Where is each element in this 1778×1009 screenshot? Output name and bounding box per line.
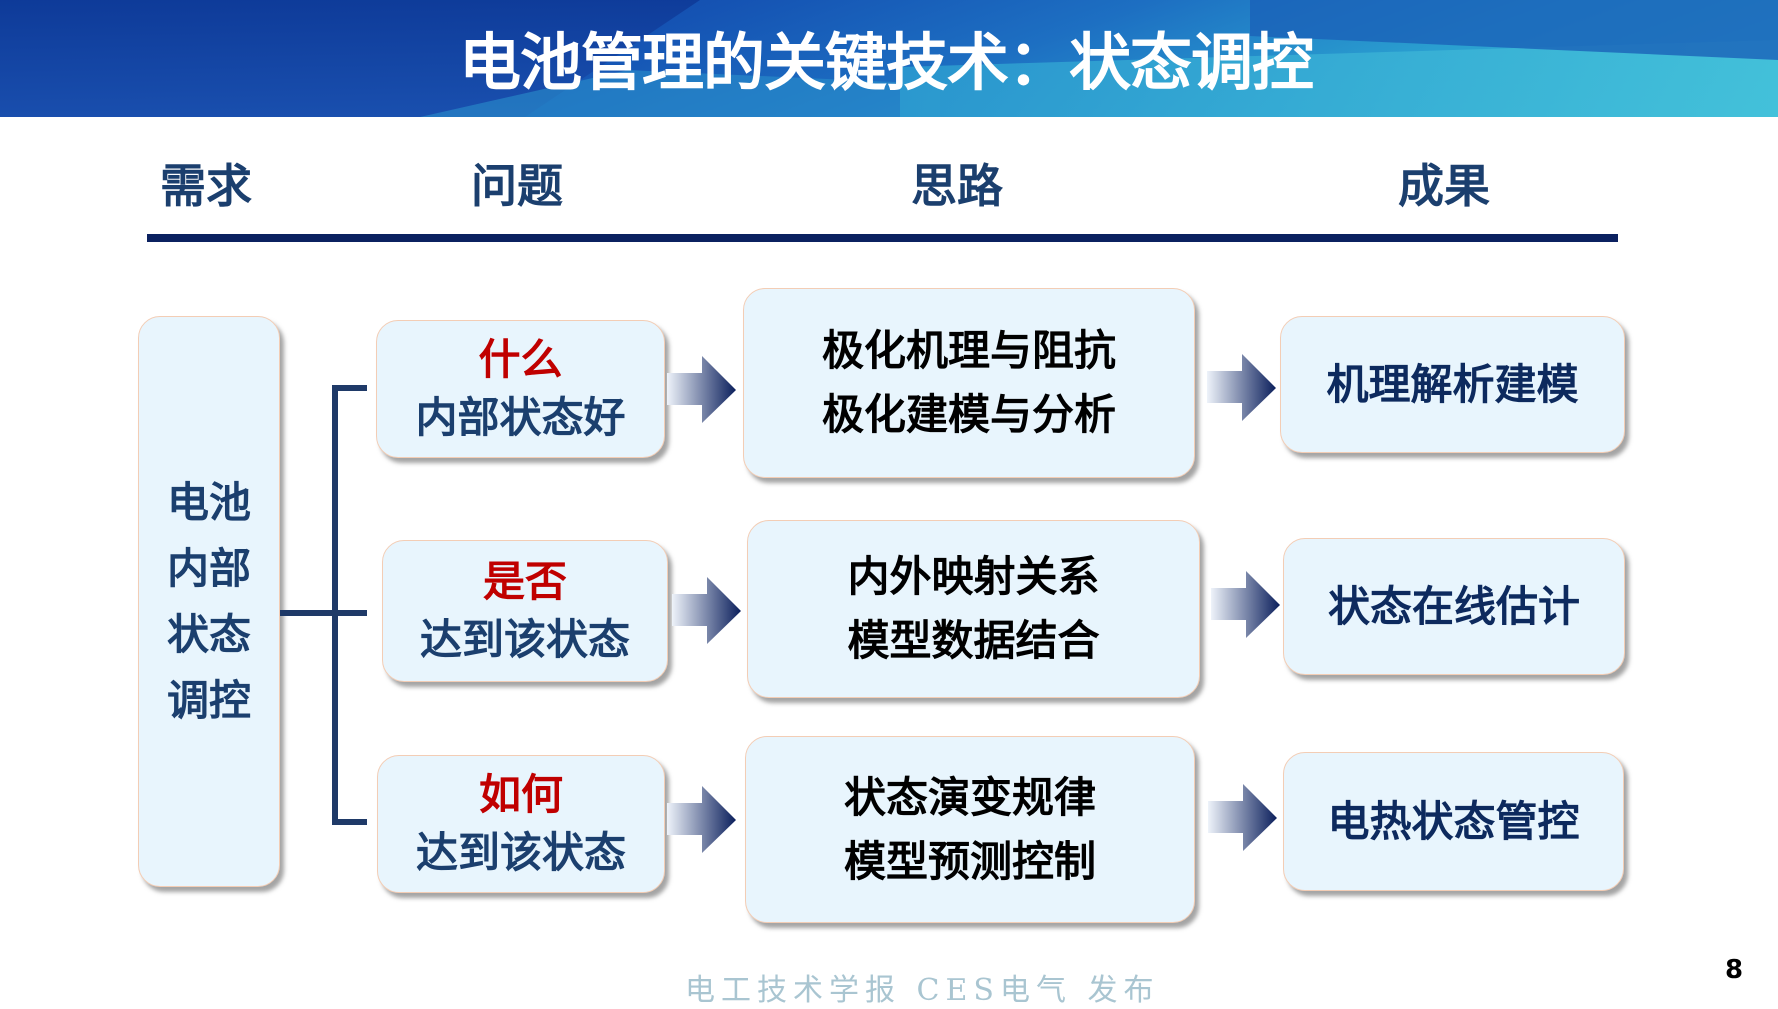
title-banner: 电池管理的关键技术：状态调控 — [0, 0, 1778, 117]
arrow-right-icon — [1211, 571, 1280, 638]
result-text: 机理解析建模 — [1326, 359, 1579, 409]
result-text: 状态在线估计 — [1327, 581, 1580, 631]
arrow-right-icon — [672, 577, 741, 644]
approach-line: 模型预测控制 — [843, 836, 1096, 886]
problem-text: 达到该状态 — [419, 615, 630, 664]
slide-title: 电池管理的关键技术：状态调控 — [0, 0, 1778, 117]
result-box-2: 状态在线估计 — [1283, 538, 1625, 675]
problem-question: 是否 — [482, 557, 567, 606]
result-text: 电热状态管控 — [1327, 796, 1580, 846]
arrow-right-icon — [667, 356, 736, 423]
problem-text: 达到该状态 — [415, 828, 626, 877]
bracket-branch-bottom — [332, 819, 367, 825]
bracket-branch-top — [332, 385, 367, 391]
arrow-right-icon — [1208, 784, 1277, 851]
column-header-need: 需求 — [160, 159, 252, 213]
approach-box-2: 内外映射关系 模型数据结合 — [747, 520, 1200, 698]
need-line: 电池 — [166, 477, 251, 527]
problem-text: 内部状态好 — [415, 393, 626, 442]
problem-box-2: 是否 达到该状态 — [382, 540, 668, 682]
column-header-result: 成果 — [1398, 159, 1490, 213]
arrow-right-icon — [1207, 354, 1276, 421]
arrow-right-icon — [667, 786, 736, 853]
problem-box-1: 什么 内部状态好 — [376, 320, 665, 458]
need-line: 状态 — [166, 609, 251, 659]
page-number: 8 — [1725, 955, 1744, 985]
problem-question: 什么 — [478, 335, 563, 384]
problem-question: 如何 — [478, 770, 563, 819]
publisher-watermark: 电工技术学报 CES电气 发布 — [685, 973, 1160, 1008]
approach-line: 内外映射关系 — [847, 552, 1100, 601]
bracket-connector — [332, 385, 338, 822]
need-line: 内部 — [166, 543, 251, 593]
slide-title-text: 电池管理的关键技术：状态调控 — [458, 25, 1314, 99]
column-header-problem: 问题 — [471, 159, 563, 213]
need-box: 电池 内部 状态 调控 — [138, 316, 280, 887]
approach-line: 极化建模与分析 — [821, 390, 1116, 439]
bracket-branch-middle — [280, 610, 367, 616]
result-box-3: 电热状态管控 — [1283, 752, 1624, 891]
column-header-approach: 思路 — [911, 159, 1003, 213]
approach-line: 极化机理与阻抗 — [821, 326, 1116, 375]
approach-line: 模型数据结合 — [847, 616, 1100, 665]
header-divider — [147, 234, 1618, 242]
approach-box-1: 极化机理与阻抗 极化建模与分析 — [743, 288, 1195, 478]
need-line: 调控 — [166, 675, 251, 725]
result-box-1: 机理解析建模 — [1280, 316, 1625, 453]
problem-box-3: 如何 达到该状态 — [377, 755, 665, 893]
approach-line: 状态演变规律 — [843, 772, 1096, 822]
approach-box-3: 状态演变规律 模型预测控制 — [745, 736, 1195, 923]
